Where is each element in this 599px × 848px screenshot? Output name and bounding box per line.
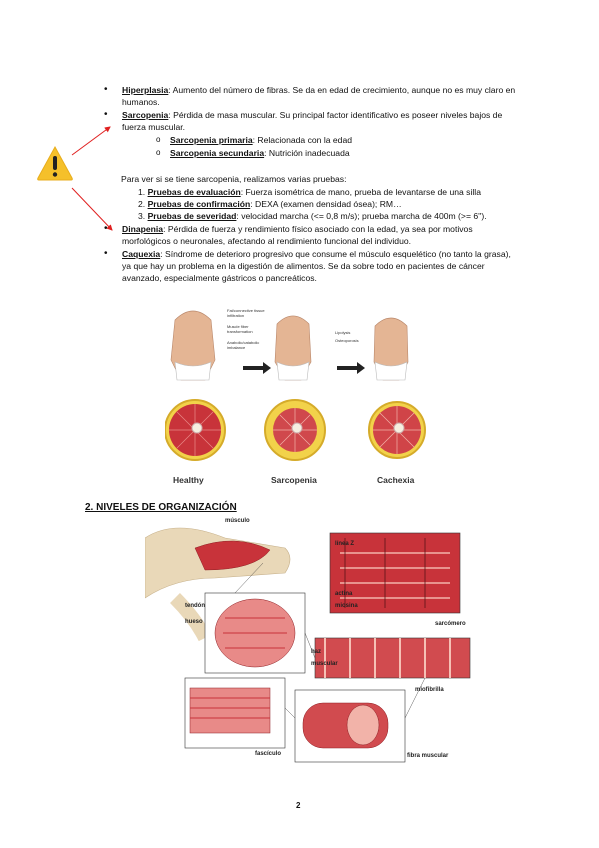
label-miosina: miosina bbox=[335, 603, 358, 609]
label-fasciculo: fascículo bbox=[255, 751, 282, 757]
definition: : Fuerza isométrica de mano, prueba de l… bbox=[240, 187, 481, 197]
label-cachexia: Cachexia bbox=[377, 475, 415, 485]
definition: : Nutrición inadecuada bbox=[264, 148, 350, 158]
label-healthy: Healthy bbox=[173, 475, 204, 485]
label-hueso: hueso bbox=[185, 619, 203, 625]
definition: : Síndrome de deterioro progresivo que c… bbox=[122, 249, 511, 283]
annotation: Fat/connective tissue infiltration bbox=[227, 308, 265, 318]
annotation: Muscle fiber transformation bbox=[227, 324, 253, 334]
term: Caquexia bbox=[122, 249, 161, 259]
warning-icon bbox=[37, 145, 73, 181]
label-tendon: tendón bbox=[185, 603, 205, 609]
list-item: Sarcopenia secundaria: Nutrición inadecu… bbox=[156, 147, 516, 159]
muscle-organization-illustration bbox=[144, 527, 471, 763]
number: 1. bbox=[138, 187, 146, 197]
list-item: 3. Pruebas de severidad: velocidad march… bbox=[138, 210, 518, 222]
label-haz: haz muscular bbox=[311, 649, 338, 667]
term: Pruebas de confirmación bbox=[147, 199, 251, 209]
label-actina: actina bbox=[335, 591, 353, 597]
list-item: Hiperplasia: Aumento del número de fibra… bbox=[104, 84, 516, 108]
list-item: Caquexia: Síndrome de deterioro progresi… bbox=[104, 248, 516, 284]
list-item: Dinapenia: Pérdida de fuerza y rendimien… bbox=[104, 223, 516, 247]
term: Sarcopenia bbox=[122, 110, 169, 120]
definition: : DEXA (examen densidad ósea); RM… bbox=[250, 199, 402, 209]
annotation: Anabolic/catabolic imbalance bbox=[227, 340, 260, 350]
number: 3. bbox=[138, 211, 146, 221]
definition: : velocidad marcha (<= 0,8 m/s); prueba … bbox=[236, 211, 487, 221]
definition: : Relacionada con la edad bbox=[252, 135, 353, 145]
definition: : Aumento del número de fibras. Se da en… bbox=[122, 85, 516, 107]
annotation: Lipolysis bbox=[335, 330, 351, 335]
term: Pruebas de evaluación bbox=[147, 187, 241, 197]
term: Sarcopenia secundaria bbox=[170, 148, 265, 158]
definition: : Pérdida de masa muscular. Su principal… bbox=[122, 110, 503, 132]
term: Dinapenia bbox=[122, 224, 164, 234]
muscle-condition-illustration bbox=[164, 310, 426, 461]
section-title: 2. NIVELES DE ORGANIZACIÓN bbox=[85, 502, 237, 513]
definition: : Pérdida de fuerza y rendimiento físico… bbox=[122, 224, 473, 246]
list-item: Sarcopenia primaria: Relacionada con la … bbox=[156, 134, 516, 146]
label-miofibrilla: miofibrilla bbox=[415, 687, 444, 693]
muscle-organization-figure: músculo tendón hueso haz muscular fascíc… bbox=[144, 518, 475, 768]
label-sarcopenia: Sarcopenia bbox=[271, 475, 317, 485]
sarcopenia-types-list: Sarcopenia primaria: Relacionada con la … bbox=[156, 134, 516, 159]
tests-intro: Para ver si se tiene sarcopenia, realiza… bbox=[121, 174, 347, 184]
definitions-list-1: Hiperplasia: Aumento del número de fibra… bbox=[104, 84, 516, 160]
term: Pruebas de severidad bbox=[147, 211, 237, 221]
list-item: Sarcopenia: Pérdida de masa muscular. Su… bbox=[104, 109, 516, 159]
term: Hiperplasia bbox=[122, 85, 169, 95]
annotation: Osteoporosis bbox=[335, 338, 359, 343]
muscle-condition-figure: Fat/connective tissue infiltration Muscl… bbox=[164, 300, 440, 490]
page-number: 2 bbox=[296, 801, 301, 810]
label-linea-z: línea Z bbox=[335, 541, 355, 547]
list-item: 2. Pruebas de confirmación: DEXA (examen… bbox=[138, 198, 518, 210]
number: 2. bbox=[138, 199, 146, 209]
tests-list: 1. Pruebas de evaluación: Fuerza isométr… bbox=[138, 186, 518, 222]
definitions-list-2: Dinapenia: Pérdida de fuerza y rendimien… bbox=[104, 223, 516, 285]
label-fibra: fibra muscular bbox=[407, 753, 449, 759]
list-item: 1. Pruebas de evaluación: Fuerza isométr… bbox=[138, 186, 518, 198]
label-musculo: músculo bbox=[225, 518, 250, 524]
term: Sarcopenia primaria bbox=[170, 135, 253, 145]
label-sarcomero: sarcómero bbox=[435, 621, 466, 627]
